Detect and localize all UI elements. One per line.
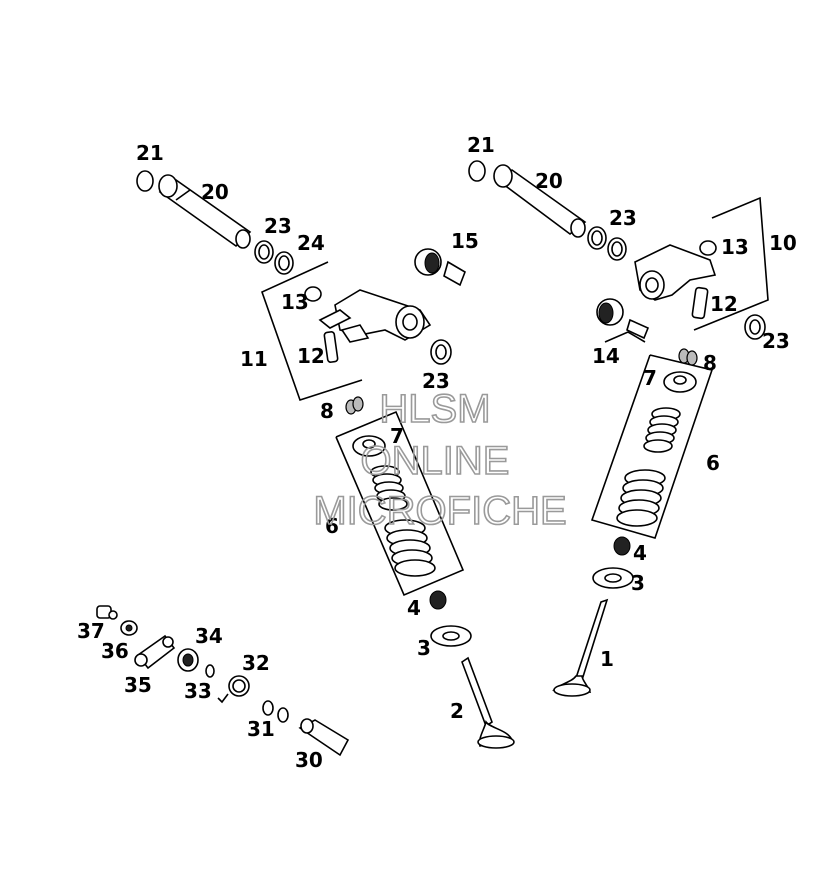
rocker-shaft-left <box>136 170 294 275</box>
seal-4-right <box>613 536 631 556</box>
callout-20-left: 20 <box>201 180 229 204</box>
callout-23-c: 23 <box>422 369 450 393</box>
callout-30: 30 <box>295 748 323 772</box>
nut-13-right <box>699 240 717 256</box>
outer-spring-left <box>384 519 436 577</box>
watermark: HLSM ONLINE MICROFICHE <box>313 386 568 534</box>
callout-11: 11 <box>240 347 268 371</box>
callout-labels: 1 2 3 3 4 4 6 6 7 7 8 8 10 11 12 12 13 1… <box>77 133 797 772</box>
watermark-line3: MICROFICHE <box>313 489 566 533</box>
callout-15: 15 <box>451 229 479 253</box>
callout-24: 24 <box>297 231 325 255</box>
callout-7-right: 7 <box>643 366 657 390</box>
callout-3-right: 3 <box>631 571 645 595</box>
clip-33 <box>205 664 215 678</box>
callout-1: 1 <box>600 647 614 671</box>
callout-8-right: 8 <box>703 351 717 375</box>
valve-spring-group-left <box>335 396 472 647</box>
outer-spring-right <box>616 469 666 527</box>
callout-23-b: 23 <box>609 206 637 230</box>
callout-12-left: 12 <box>297 344 325 368</box>
callout-3-left: 3 <box>417 636 431 660</box>
rocker-arm-left <box>261 248 466 402</box>
callout-4-left: 4 <box>407 596 421 620</box>
o-ring-21-left <box>136 170 154 192</box>
pin-15 <box>443 260 466 287</box>
seal-4-left <box>429 590 447 610</box>
valve-spring-group-right <box>590 348 714 589</box>
callout-13-left: 13 <box>281 290 309 314</box>
callout-33: 33 <box>184 679 212 703</box>
callout-2: 2 <box>450 699 464 723</box>
rocker-shaft-right <box>468 160 627 261</box>
callout-13-right: 13 <box>721 235 749 259</box>
callout-8-left: 8 <box>320 399 334 423</box>
callout-31: 31 <box>247 717 275 741</box>
callout-14: 14 <box>592 344 620 368</box>
callout-6-left: 6 <box>325 514 339 538</box>
pin-14 <box>626 318 650 340</box>
valve-1 <box>552 598 609 697</box>
callout-4-right: 4 <box>633 541 647 565</box>
adjuster-screw-12-right <box>691 286 709 320</box>
callout-34: 34 <box>195 624 223 648</box>
watermark-line2: ONLINE <box>361 439 510 483</box>
inner-spring-left <box>370 465 408 511</box>
cotter-8-left-b <box>352 396 364 412</box>
callout-21-right: 21 <box>467 133 495 157</box>
callout-7-left: 7 <box>390 424 404 448</box>
decompressor-assembly <box>96 605 350 757</box>
nut-13-left <box>304 286 322 302</box>
callout-6-right: 6 <box>706 451 720 475</box>
callout-23-a: 23 <box>264 214 292 238</box>
cotter-8-right-b <box>686 350 698 366</box>
callout-36: 36 <box>101 639 129 663</box>
adjuster-screw-12-left <box>323 331 339 363</box>
callout-35: 35 <box>124 673 152 697</box>
callout-21-left: 21 <box>136 141 164 165</box>
callout-32: 32 <box>242 651 270 675</box>
callout-10: 10 <box>769 231 797 255</box>
callout-20-right: 20 <box>535 169 563 193</box>
rocker-arm-right <box>596 196 769 343</box>
valve-2 <box>461 656 515 749</box>
callout-23-d: 23 <box>762 329 790 353</box>
inner-spring-right <box>643 407 681 453</box>
o-ring-31-a <box>262 700 274 716</box>
o-ring-31-b <box>277 707 289 723</box>
o-ring-21-right <box>468 160 486 182</box>
watermark-line1: HLSM <box>379 387 490 431</box>
callout-12-right: 12 <box>710 292 738 316</box>
callout-37: 37 <box>77 619 105 643</box>
